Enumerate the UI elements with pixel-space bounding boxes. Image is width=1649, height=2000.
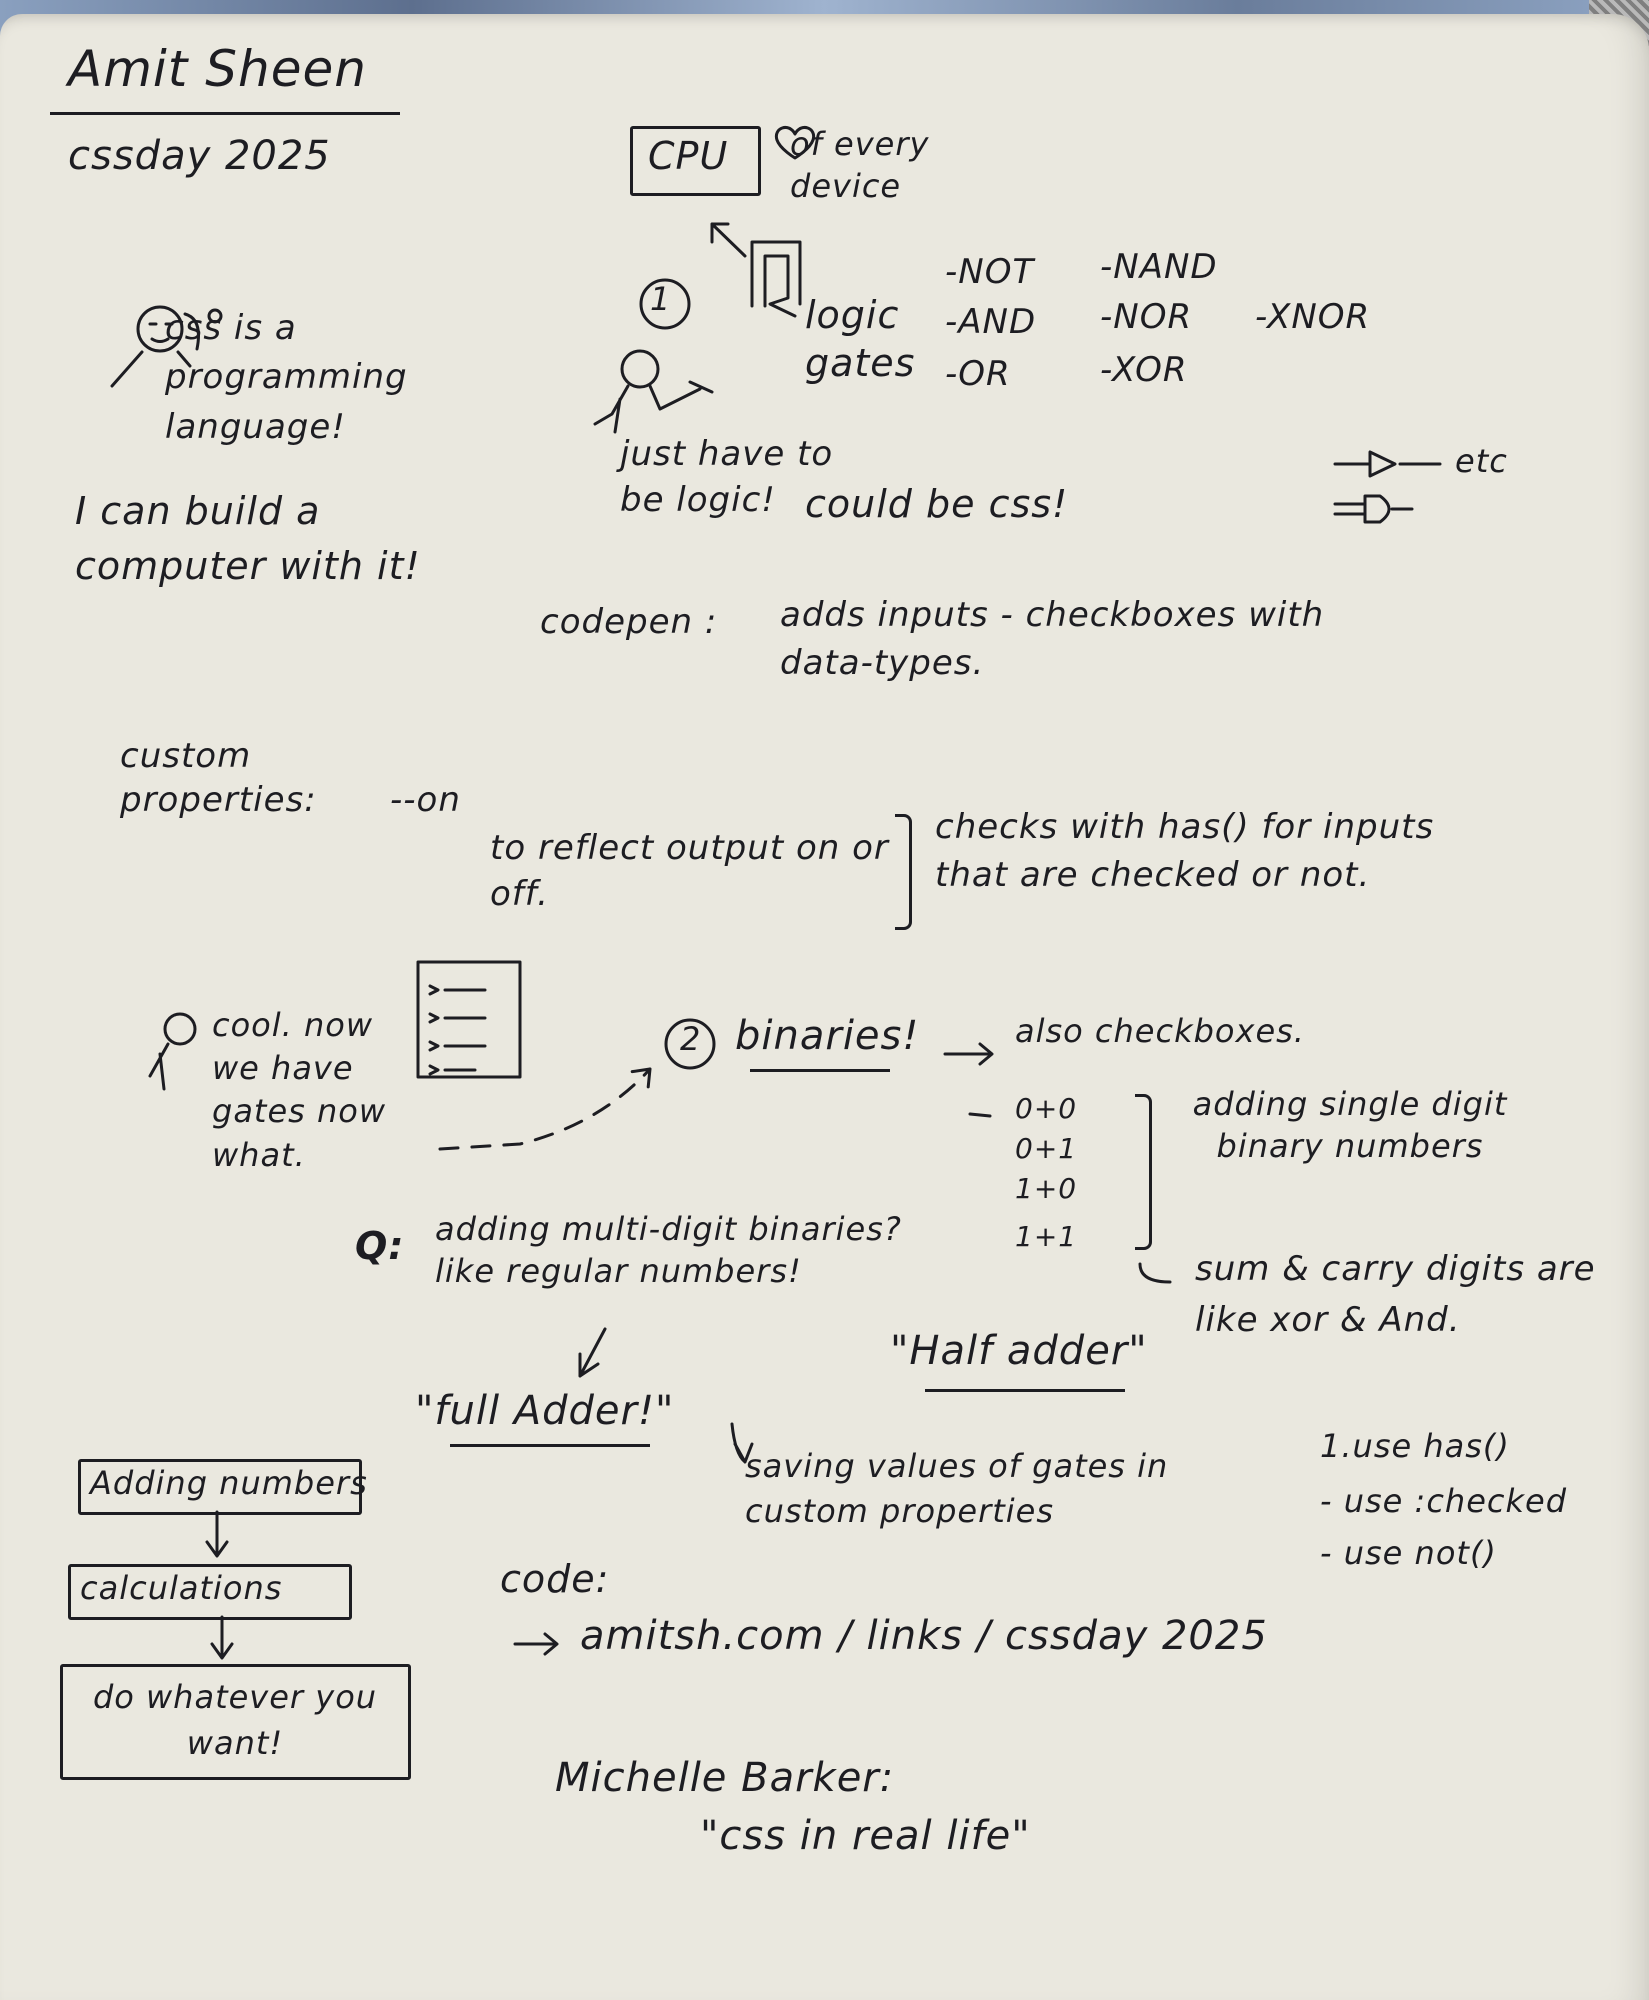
intro-person-icon xyxy=(110,305,223,388)
step-one-number: 1 xyxy=(650,280,672,318)
event-name: cssday 2025 xyxy=(68,133,331,179)
half-adder-underline xyxy=(925,1389,1125,1392)
full-adder-label: "full Adder!" xyxy=(415,1388,675,1434)
sum-0-0: 0+0 xyxy=(1015,1092,1078,1125)
cool-person-icon xyxy=(148,1012,197,1091)
codepen-text: adds inputs - checkboxes with data-types… xyxy=(780,595,1325,683)
cool-note: cool. now we have gates now what. xyxy=(212,1006,387,1174)
custom-properties-code: --on xyxy=(390,780,461,820)
custom-properties-label: custom properties: xyxy=(120,736,317,821)
use-not: - use not() xyxy=(1320,1534,1497,1572)
also-checkboxes: also checkboxes. xyxy=(1015,1012,1305,1050)
etc-label: etc xyxy=(1455,442,1508,480)
logic-gate-doodle-icon xyxy=(750,240,802,318)
question-text: adding multi-digit binaries? like regula… xyxy=(435,1210,902,1290)
code-label: code: xyxy=(500,1557,610,1601)
cpu-box xyxy=(630,126,761,196)
list-page-icon xyxy=(416,960,522,1079)
cpu-caption: of every device xyxy=(790,125,930,205)
sum-1-1: 1+1 xyxy=(1015,1220,1078,1253)
flow-adding-label: Adding numbers xyxy=(90,1464,368,1502)
gate-nor: -NOR xyxy=(1100,297,1193,337)
flow-arrow-1-icon xyxy=(205,1510,229,1558)
half-adder-label: "Half adder" xyxy=(890,1328,1148,1374)
gate-symbols-icon xyxy=(1333,450,1442,524)
step-two-circle-icon xyxy=(664,1018,716,1070)
gate-xnor: -XNOR xyxy=(1255,297,1371,337)
reflect-note: to reflect output on or off. xyxy=(490,828,889,914)
sum-0-1: 0+1 xyxy=(1015,1132,1078,1165)
sum-carry-hook-icon xyxy=(1138,1262,1172,1284)
gate-nand: -NAND xyxy=(1100,247,1218,287)
just-logic-note: just have to be logic! xyxy=(620,434,834,520)
flow-arrow-2-icon xyxy=(210,1615,234,1660)
logic-gates-label: logic gates xyxy=(805,293,916,385)
arrow-to-cpu-icon xyxy=(710,222,747,258)
code-link: amitsh.com / links / cssday 2025 xyxy=(580,1613,1268,1659)
code-arrow-icon xyxy=(513,1632,559,1656)
flow-box-adding xyxy=(78,1459,362,1515)
sums-tick-icon xyxy=(968,1112,992,1118)
codepen-label: codepen : xyxy=(540,602,718,642)
gate-xor: -XOR xyxy=(1100,350,1188,390)
dashed-arrow-icon xyxy=(438,1067,652,1151)
single-digit-note: adding single digit binary numbers xyxy=(1192,1085,1508,1165)
sums-bracket xyxy=(1135,1094,1152,1250)
intro-build-text: I can build a computer with it! xyxy=(75,489,421,589)
flow-box-calculations xyxy=(68,1564,352,1620)
also-arrow-icon xyxy=(943,1042,994,1066)
saving-values-note: saving values of gates in custom propert… xyxy=(745,1447,1169,1530)
gate-and: -AND xyxy=(945,302,1037,342)
arrow-full-adder-icon xyxy=(578,1327,607,1378)
next-talk-title: "css in real life" xyxy=(700,1813,1031,1859)
person-doodle-icon xyxy=(593,349,714,434)
gate-or: -OR xyxy=(945,354,1011,394)
binaries-title: binaries! xyxy=(735,1013,920,1059)
could-be-css-note: could be css! xyxy=(805,482,1069,526)
doodles-layer xyxy=(110,125,1442,1660)
checks-bracket xyxy=(895,814,912,930)
cpu-label: CPU xyxy=(648,134,729,178)
arrow-saving-icon xyxy=(730,1422,754,1464)
notebook-page: Amit Sheen cssday 2025 css is a programm… xyxy=(0,14,1649,2000)
full-adder-underline xyxy=(450,1444,650,1447)
flow-calculations-label: calculations xyxy=(80,1569,283,1607)
flow-box-whatever xyxy=(60,1664,411,1780)
gate-not: -NOT xyxy=(945,252,1035,292)
next-speaker: Michelle Barker: xyxy=(555,1755,895,1801)
sum-carry-note: sum & carry digits are like xor & And. xyxy=(1195,1249,1596,1340)
question-marker: Q: xyxy=(355,1224,405,1268)
use-checked: - use :checked xyxy=(1320,1482,1567,1520)
binaries-underline xyxy=(750,1069,890,1072)
step-two-number: 2 xyxy=(680,1020,702,1058)
checks-note: checks with has() for inputs that are ch… xyxy=(935,807,1435,895)
use-has: 1.use has() xyxy=(1320,1427,1510,1465)
speaker-name: Amit Sheen xyxy=(68,40,367,98)
flow-whatever-label: do whatever you want! xyxy=(92,1678,378,1763)
speaker-underline xyxy=(50,112,400,115)
heart-icon xyxy=(774,125,816,160)
sum-1-0: 1+0 xyxy=(1015,1172,1078,1205)
step-one-circle-icon xyxy=(639,278,691,330)
